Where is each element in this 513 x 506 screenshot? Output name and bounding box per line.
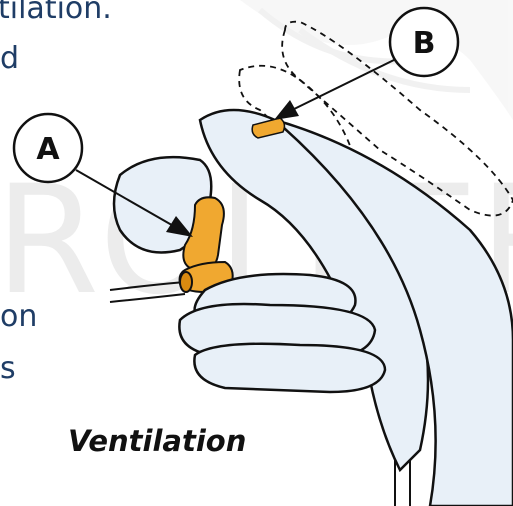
callout-b: B [390, 8, 458, 76]
callout-a: A [14, 114, 82, 182]
watermark-emblem [240, 0, 513, 120]
fingers [179, 274, 385, 392]
diagram-caption: Ventilation [68, 424, 246, 458]
callout-a-label: A [36, 132, 60, 167]
callout-b-label: B [413, 26, 436, 61]
